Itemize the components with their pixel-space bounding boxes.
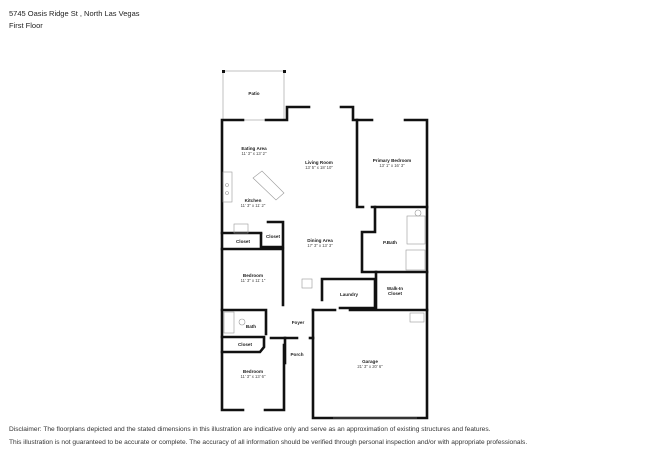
patio-post: [222, 70, 225, 73]
room-dims: 17' 3" x 13' 3": [307, 243, 333, 248]
room-name: Closet: [238, 342, 253, 347]
room-dims: 11' 3" x 11' 2": [241, 203, 266, 208]
room-name: Porch: [290, 352, 303, 357]
patio-post: [283, 70, 286, 73]
room-name: Closet: [266, 234, 281, 239]
room-name: Garage: [362, 359, 378, 364]
room-name: Eating Area: [241, 146, 267, 151]
room-dims: 11' 3" x 11' 1": [241, 278, 266, 283]
room-dims: 21' 3" x 20' 6": [357, 364, 383, 369]
fixtures: [222, 170, 426, 419]
room-name: Foyer: [292, 320, 305, 325]
room-name: Closet: [388, 291, 403, 296]
room-dims: 11' 3" x 13' 2": [242, 151, 267, 156]
room-name: Bedroom: [243, 369, 263, 374]
room-name: Bedroom: [243, 273, 263, 278]
room-name: Patio: [248, 91, 259, 96]
room-name: P.Bath: [383, 240, 397, 245]
disclaimer-line-2: This illustration is not guaranteed to b…: [9, 439, 528, 446]
room-name: Kitchen: [245, 198, 262, 203]
room-name: Living Room: [305, 160, 333, 165]
room-name: Primary Bedroom: [373, 158, 412, 163]
room-dims: 11' 3" x 13' 6": [241, 374, 266, 379]
room-name: Bath: [246, 324, 256, 329]
disclaimer-line-1: Disclaimer: The floorplans depicted and …: [9, 426, 491, 433]
floor-label: First Floor: [9, 21, 43, 30]
room-name: Laundry: [340, 292, 359, 297]
room-dims: 13' 5" x 18' 10": [305, 165, 333, 170]
room-name: Walk-In: [387, 286, 403, 291]
room-name: Dining Area: [307, 238, 333, 243]
room-dims: 13' 1" x 16' 3": [379, 163, 405, 168]
property-address: 5745 Oasis Ridge St , North Las Vegas: [9, 9, 140, 18]
patio-outline: [222, 70, 285, 121]
room-name: Closet: [236, 239, 251, 244]
walls: [220, 105, 429, 420]
